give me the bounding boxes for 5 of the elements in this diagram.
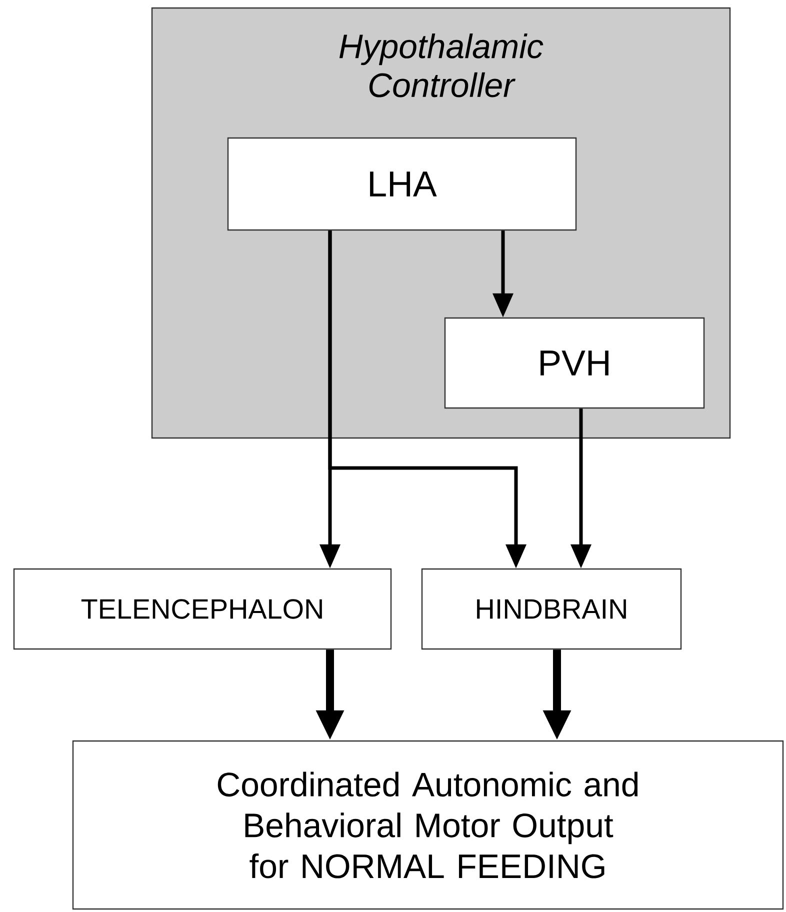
process-box: LHA bbox=[227, 137, 577, 231]
process-box: Coordinated Autonomic and Behavioral Motor Output for NORMAL FEEDING bbox=[72, 740, 784, 910]
process-box: TELENCEPHALON bbox=[13, 568, 392, 650]
process-box: PVH bbox=[444, 317, 705, 409]
process-box: HINDBRAIN bbox=[421, 568, 682, 650]
